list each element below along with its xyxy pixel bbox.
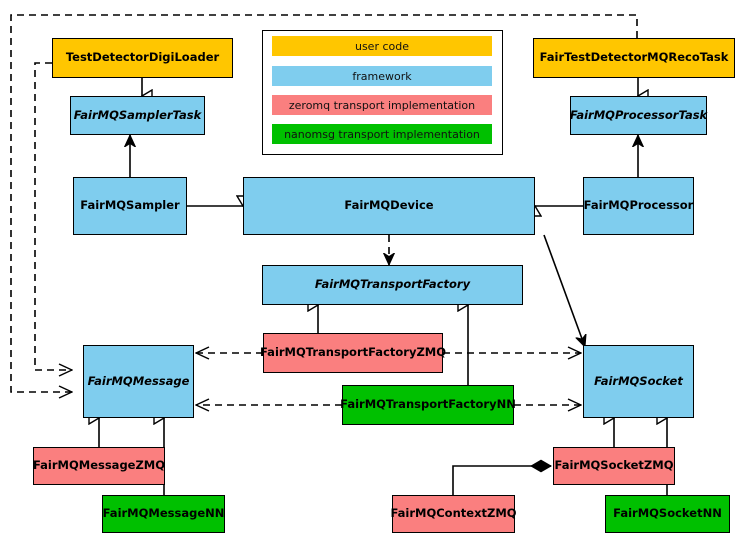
class-node-fairmqsocketzmq[interactable]: FairMQSocketZMQ: [553, 447, 675, 485]
legend-item-framework: framework: [272, 66, 492, 86]
class-node-testdetectordigiloader[interactable]: TestDetectorDigiLoader: [52, 38, 233, 78]
class-label: FairMQTransportFactoryNN: [340, 397, 516, 412]
legend-label-zeromq: zeromq transport implementation: [288, 98, 476, 112]
class-label: FairMQMessageNN: [102, 506, 225, 521]
class-label: FairMQMessage: [87, 373, 190, 388]
class-label: FairMQSocketZMQ: [554, 458, 674, 473]
class-label: FairMQSocketNN: [613, 506, 722, 521]
class-label: FairMQProcessorTask: [569, 107, 708, 122]
edge-device-to-socket: [543, 234, 585, 347]
class-node-fairmqsocket[interactable]: FairMQSocket: [583, 345, 694, 418]
class-label: FairMQSamplerTask: [73, 107, 202, 122]
legend-label-framework: framework: [352, 69, 412, 83]
class-node-fairmqcontextzmq[interactable]: FairMQContextZMQ: [390, 495, 517, 533]
class-label: FairMQDevice: [344, 198, 434, 213]
legend-label-nanomsg: nanomsg transport implementation: [284, 127, 480, 141]
class-label: FairMQTransportFactoryZMQ: [260, 345, 447, 360]
class-node-fairmqtransportfactoryzmq[interactable]: FairMQTransportFactoryZMQ: [260, 333, 447, 373]
class-label: FairMQTransportFactory: [314, 277, 471, 292]
class-node-fairmqsampler[interactable]: FairMQSampler: [73, 177, 187, 235]
class-label: FairMQContextZMQ: [390, 506, 517, 521]
edge-digiloader-to-message: [34, 62, 72, 370]
class-label: FairMQProcessor: [583, 198, 694, 213]
class-label: FairTestDetectorMQRecoTask: [539, 50, 729, 65]
class-node-fairmqsamplertask[interactable]: FairMQSamplerTask: [70, 96, 205, 135]
class-label: TestDetectorDigiLoader: [65, 50, 220, 65]
class-node-fairmqprocessor[interactable]: FairMQProcessor: [583, 177, 694, 235]
class-node-fairmqmessagenn[interactable]: FairMQMessageNN: [102, 495, 225, 533]
legend-label-user-code: user code: [354, 39, 410, 53]
class-node-fairmqtransportfactorynn[interactable]: FairMQTransportFactoryNN: [340, 385, 516, 425]
class-node-fairmqmessage[interactable]: FairMQMessage: [83, 345, 194, 418]
class-label: FairMQMessageZMQ: [32, 458, 166, 473]
class-node-fairtestdetectormqrecotask[interactable]: FairTestDetectorMQRecoTask: [533, 38, 735, 78]
class-node-fairmqtransportfactory[interactable]: FairMQTransportFactory: [262, 265, 523, 305]
legend-item-user-code: user code: [272, 36, 492, 56]
class-node-fairmqprocessortask[interactable]: FairMQProcessorTask: [570, 96, 707, 135]
class-node-fairmqdevice[interactable]: FairMQDevice: [243, 177, 535, 235]
class-label: FairMQSampler: [80, 198, 180, 213]
class-node-fairmqmessagezmq[interactable]: FairMQMessageZMQ: [33, 447, 165, 485]
legend-item-nanomsg: nanomsg transport implementation: [272, 124, 492, 144]
class-node-fairmqsocketnn[interactable]: FairMQSocketNN: [605, 495, 730, 533]
edge-contextzmq-to-socketzmq: [452, 459, 552, 495]
legend-item-zeromq: zeromq transport implementation: [272, 95, 492, 115]
class-label: FairMQSocket: [594, 373, 683, 388]
